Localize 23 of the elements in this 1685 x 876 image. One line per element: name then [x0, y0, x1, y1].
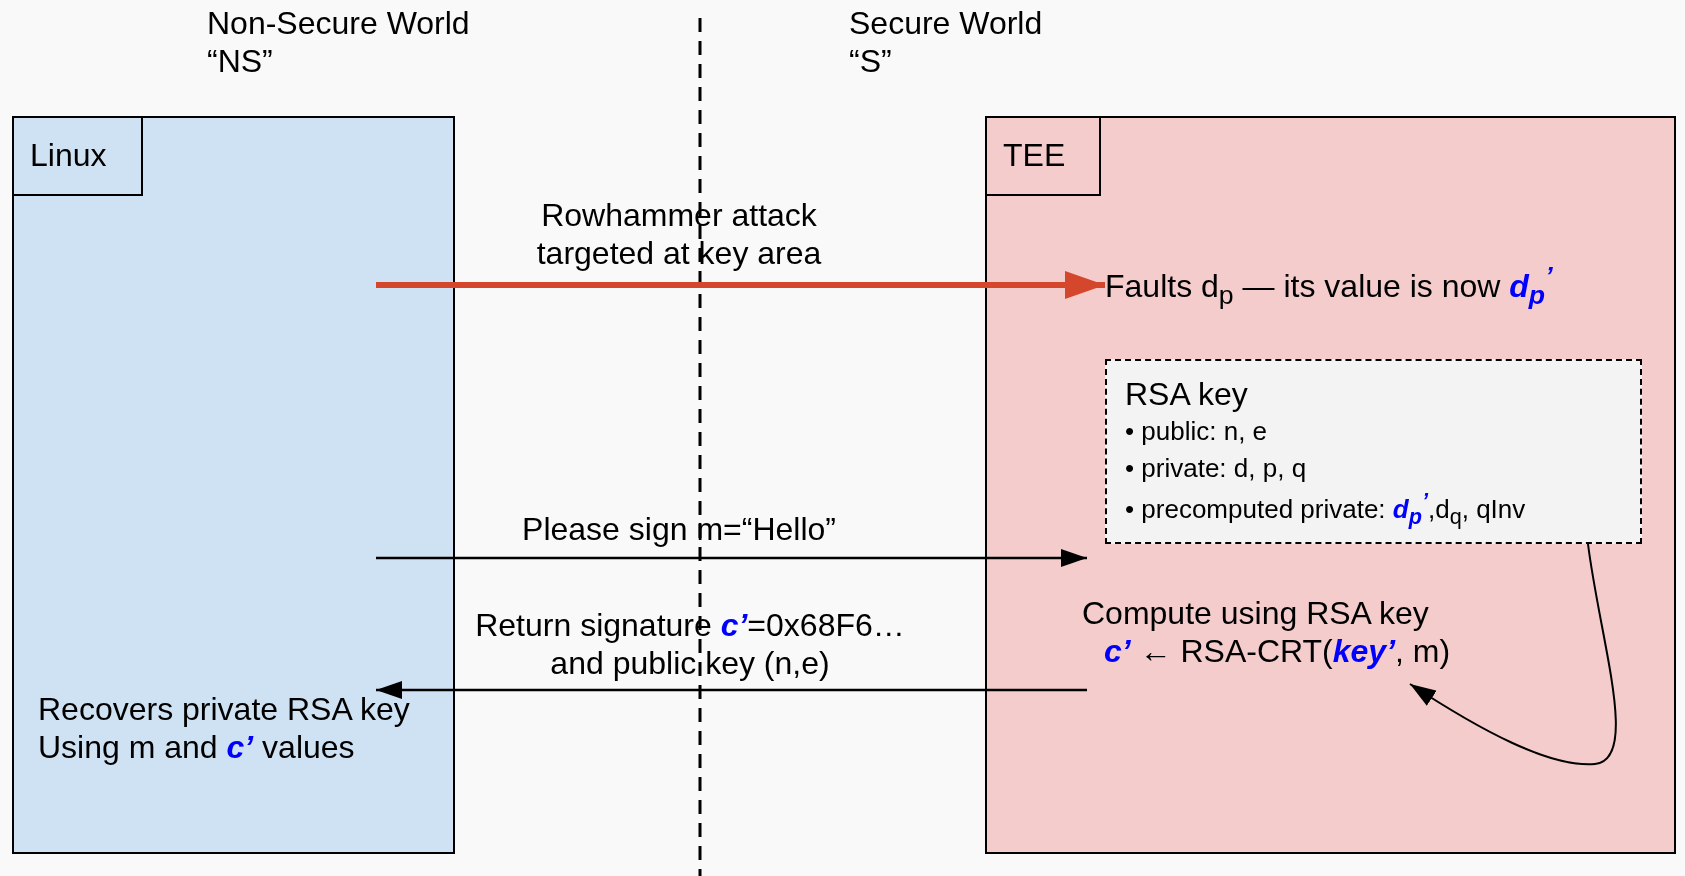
edge-label: Return signature c’=0x68F6… and public key (n,e): [474, 606, 906, 683]
list-item: • private: d, p, q: [1125, 451, 1308, 485]
panel: [985, 116, 1676, 854]
arrow: [376, 681, 1087, 699]
column-heading: Secure World: [849, 4, 1043, 43]
edge-label: Rowhammer attack targeted at key area: [535, 196, 823, 273]
arrow: [376, 549, 1087, 567]
column-heading: “NS”: [207, 42, 273, 81]
formula-text: c’ ← RSA-CRT(key’, m): [1103, 632, 1452, 671]
box-title: RSA key: [1125, 375, 1249, 414]
step-text: Compute using RSA key: [1082, 594, 1430, 633]
arrow: [376, 271, 1105, 299]
list-item: • precomputed private: d$_{p}$$^{’}$,d$_{q}$, qInv: [1125, 487, 1527, 531]
panel: [12, 116, 455, 854]
column-heading: Non-Secure World: [207, 4, 470, 43]
list-item: • public: n, e: [1125, 415, 1269, 449]
panel-title: TEE: [985, 116, 1102, 197]
edge-label: Please sign m=“Hello”: [522, 510, 836, 549]
column-heading: “S”: [849, 42, 892, 81]
panel-title: Linux: [12, 116, 143, 197]
description-text: Recovers private RSA key Using m and c’ values: [38, 690, 448, 774]
curved-arrow: [1409, 543, 1617, 766]
key-box: [1105, 359, 1642, 544]
